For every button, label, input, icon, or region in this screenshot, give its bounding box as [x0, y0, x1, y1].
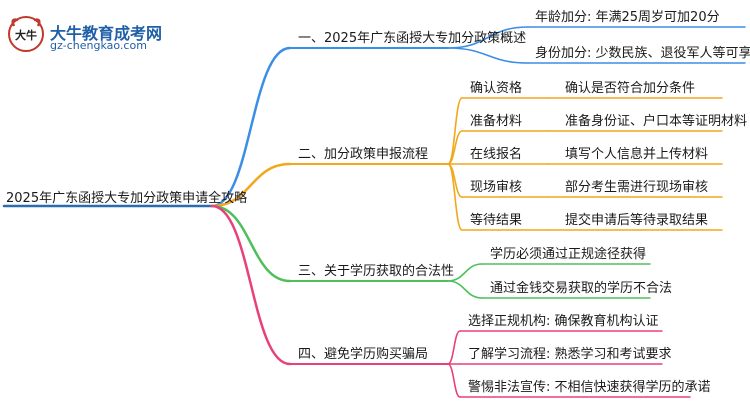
- logo-url: gz-chengkao.com: [50, 39, 147, 52]
- branch-2-step-4-detail: 部分考生需进行现场审核: [565, 180, 709, 195]
- branch-3-connector: [210, 204, 292, 283]
- branch-1-child-2-connector: [447, 47, 529, 64]
- branch-2-connector: [210, 162, 292, 208]
- svg-text:大牛: 大牛: [15, 28, 37, 42]
- branch-2-step-2: 准备材料: [470, 114, 523, 129]
- branch-1-topic: 一、2025年广东函授大专加分政策概述: [298, 31, 527, 46]
- root-topic: 2025年广东函授大专加分政策申请全攻略: [6, 191, 248, 206]
- branch-4-child-2: 了解学习流程: 熟悉学习和考试要求: [468, 347, 672, 362]
- branch-4-child-3-connector: [447, 363, 461, 398]
- branch-2-step-5-detail: 提交申请后等待录取结果: [565, 213, 709, 228]
- logo-title: 大牛教育成考网: [50, 24, 163, 43]
- branch-3-topic: 三、关于学历获取的合法性: [298, 264, 455, 279]
- branch-1-child-2: 身份加分: 少数民族、退役军人等可享加分: [535, 46, 750, 61]
- bull-logo-icon: 大牛: [8, 16, 44, 52]
- branch-4-topic: 四、避免学历购买骗局: [298, 347, 429, 362]
- site-logo[interactable]: 大牛 大牛教育成考网 gz-chengkao.com: [6, 14, 216, 54]
- branch-4-child-3: 警惕非法宣传: 不相信快速获得学历的承诺: [468, 380, 711, 395]
- branch-2-step-1-detail: 确认是否符合加分条件: [565, 81, 696, 96]
- branch-1-child-1: 年龄加分: 年满25周岁可加20分: [535, 10, 720, 25]
- branch-3-child-1: 学历必须通过正规途径获得: [490, 247, 647, 262]
- branch-1-connector: [210, 46, 292, 208]
- branch-2-step-2-detail: 准备身份证、户口本等证明材料: [565, 114, 748, 129]
- branch-4-child-1-connector: [447, 330, 461, 365]
- branch-3-child-2-connector: [447, 280, 483, 299]
- branch-1-child-1-connector: [447, 26, 529, 49]
- branch-4-child-1: 选择正规机构: 确保教育机构认证: [468, 314, 659, 329]
- branch-2-step-3-detail: 填写个人信息并上传材料: [565, 147, 709, 162]
- branch-2-step-1-connector: [447, 97, 463, 165]
- branch-4-connector: [210, 204, 292, 366]
- branch-3-child-2: 通过金钱交易获取的学历不合法: [490, 281, 673, 296]
- branch-2-step-1: 确认资格: [470, 81, 523, 96]
- branch-2-step-3: 在线报名: [470, 147, 523, 162]
- branch-2-step-4: 现场审核: [470, 180, 523, 195]
- branch-2-step-5-connector: [447, 163, 463, 231]
- branch-2-step-2-connector: [447, 130, 463, 165]
- branch-2-step-5: 等待结果: [470, 213, 523, 228]
- branch-2-topic: 二、加分政策申报流程: [298, 147, 429, 162]
